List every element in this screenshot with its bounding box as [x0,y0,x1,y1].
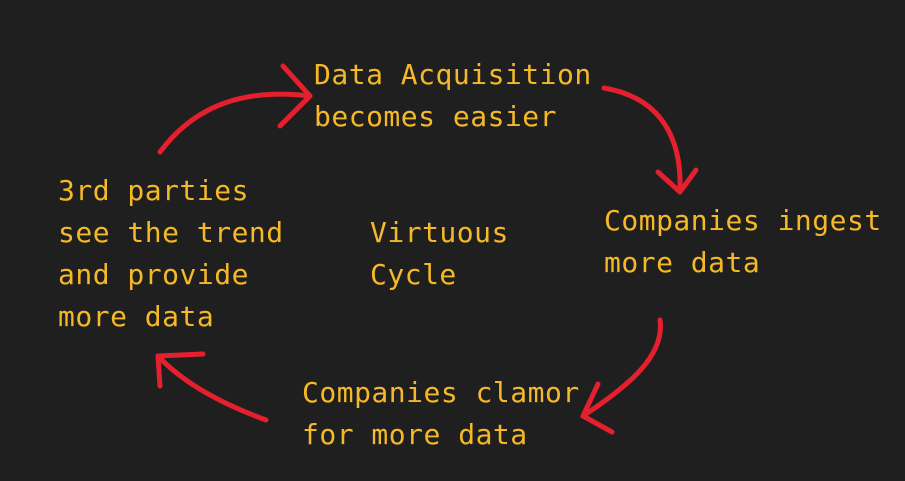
node-left-line-1: 3rd parties [58,174,249,207]
arrowhead-right-to-bottom [580,381,615,435]
node-right-line-2: more data [604,246,761,279]
arrow-bottom-to-left [155,353,269,423]
node-bottom-line-2: for more data [302,418,528,451]
node-top-line-1: Data Acquisition [314,58,592,91]
node-left-line-2: see the trend [58,216,284,249]
node-left-line-3: and provide [58,258,249,291]
node-left: 3rd parties see the trend and provide mo… [58,170,284,338]
node-bottom-line-1: Companies clamor [302,376,580,409]
node-left-line-4: more data [58,300,215,333]
center-label-line-1: Virtuous [370,216,509,249]
arrow-left-to-top [157,91,313,155]
arrow-right-to-bottom [580,317,663,419]
node-top: Data Acquisition becomes easier [314,54,592,138]
node-bottom: Companies clamor for more data [302,372,580,456]
arrowhead-left-to-top [277,63,313,129]
center-label-line-2: Cycle [370,258,457,291]
node-top-line-2: becomes easier [314,100,558,133]
arrowhead-bottom-to-left [155,351,206,389]
arrowhead-top-to-right [655,167,699,195]
arrow-top-to-right [601,85,683,193]
node-right: Companies ingest more data [604,200,882,284]
center-label: Virtuous Cycle [370,212,509,296]
node-right-line-1: Companies ingest [604,204,882,237]
